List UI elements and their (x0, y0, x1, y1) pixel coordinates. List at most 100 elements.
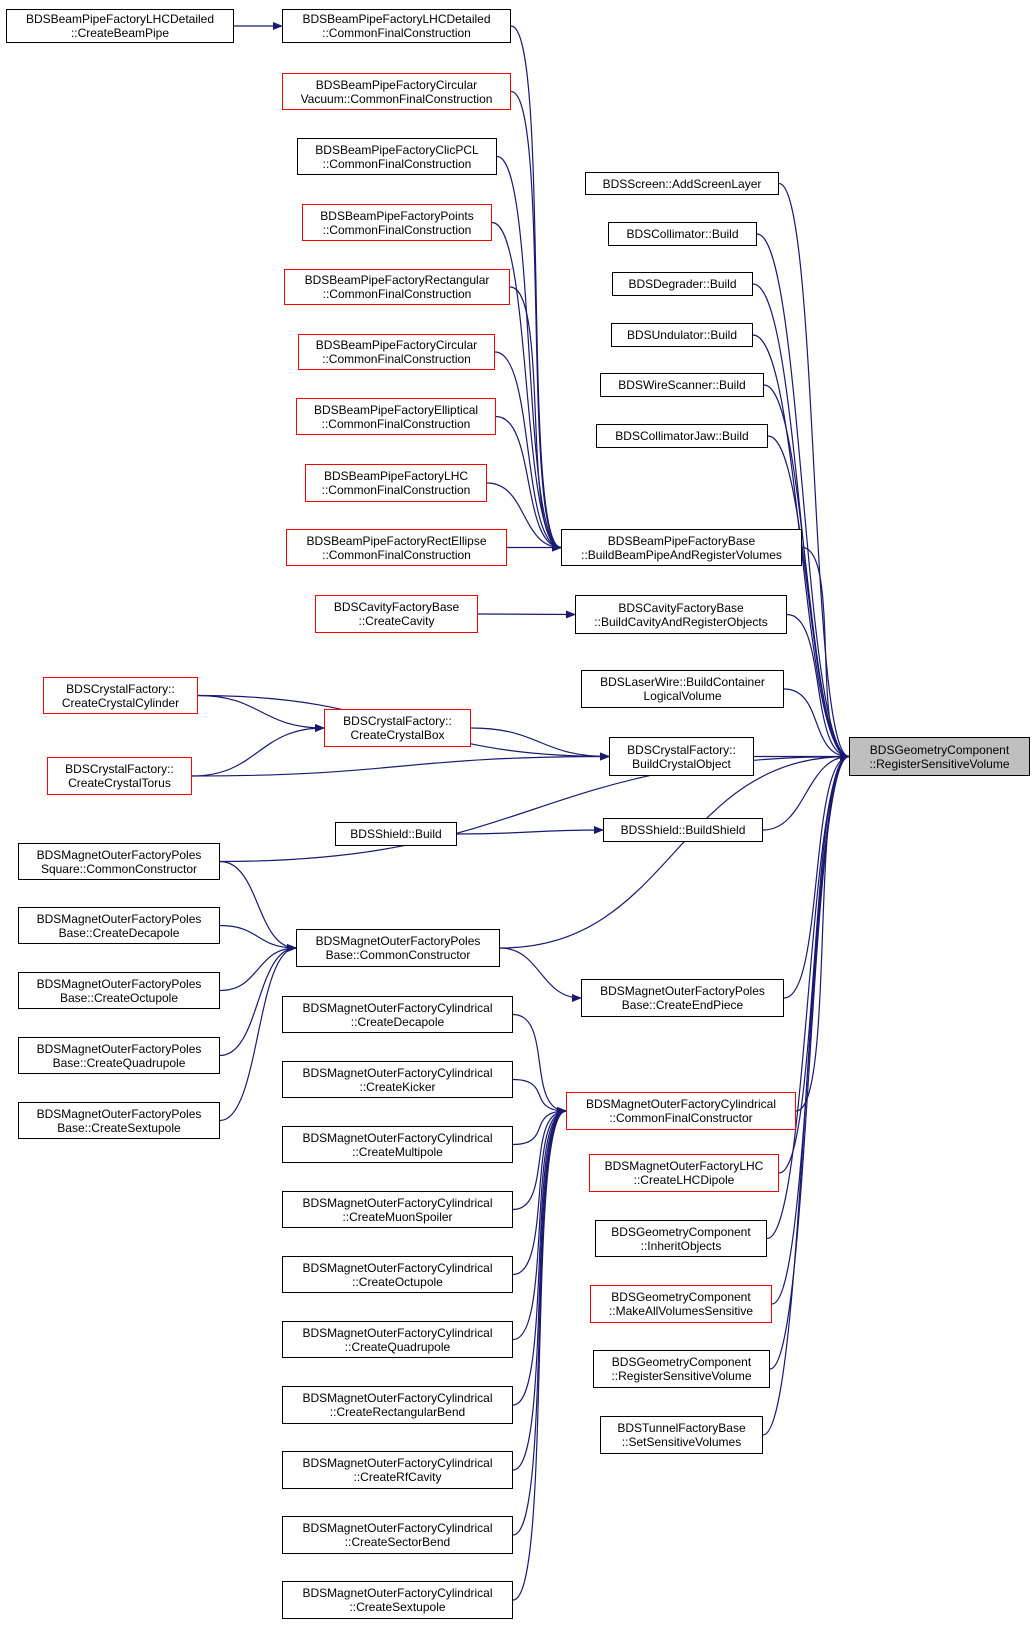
node-label-line: BDSMagnetOuterFactoryPoles (36, 847, 202, 862)
graph-node-bdsbeampipefactorylhcdetailed-createbeampipe[interactable]: BDSBeamPipeFactoryLHCDetailed::CreateBea… (6, 9, 234, 43)
node-label-line: ::CreateOctupole (352, 1274, 443, 1289)
graph-node-bdscavityfactorybase-buildcavityandregisterobjects[interactable]: BDSCavityFactoryBase::BuildCavityAndRegi… (575, 595, 787, 634)
node-label-line: CreateCrystalTorus (68, 776, 171, 790)
edge-n-crys-cyl-to-n-crys-box (197, 694, 325, 732)
node-label-line: Base::CommonConstructor (325, 948, 471, 962)
node-label-line: BDSBeamPipeFactoryLHC (323, 469, 469, 483)
node-label-line: Base::CreateSextupole (57, 1120, 181, 1135)
graph-node-bdscrystalfactory-createcrystalcylinder[interactable]: BDSCrystalFactory::CreateCrystalCylinder (43, 677, 198, 714)
graph-node-bdsbeampipefactorylhcdetailed-commonfinalconstruction[interactable]: BDSBeamPipeFactoryLHCDetailed::CommonFin… (282, 9, 511, 43)
node-label-line: ::BuildBeamPipeAndRegisterVolumes (581, 547, 782, 562)
node-label-line: ::CommonFinalConstruction (322, 222, 472, 237)
graph-node-bdsscreen-addscreenlayer[interactable]: BDSScreen::AddScreenLayer (585, 172, 779, 195)
edge-n-pb-deca-to-n-pb-cc (219, 924, 297, 952)
node-label-line: ::CommonFinalConstruction (322, 26, 471, 40)
graph-node-bdscrystalfactory-createcrystaltorus[interactable]: BDSCrystalFactory::CreateCrystalTorus (47, 757, 192, 795)
graph-node-bdsgeometrycomponent-registersensitivevolume[interactable]: BDSGeometryComponent::RegisterSensitiveV… (593, 1350, 770, 1388)
graph-node-bdsmagnetouterfactorycylindrical-createoctupole[interactable]: BDSMagnetOuterFactoryCylindrical::Create… (282, 1256, 513, 1293)
graph-node-bdsbeampipefactoryelliptical-commonfinalconstruction[interactable]: BDSBeamPipeFactoryElliptical::CommonFina… (296, 398, 496, 435)
graph-node-bdsbeampipefactorycircular-commonfinalconstruction[interactable]: BDSBeamPipeFactoryCircular::CommonFinalC… (298, 334, 495, 370)
edge-n-circvac-cfc-to-n-bpf-build (510, 90, 562, 552)
node-label-line: BDSMagnetOuterFactoryPoles (36, 911, 202, 926)
graph-node-bdsmagnetouterfactorylhc-createlhcdipole[interactable]: BDSMagnetOuterFactoryLHC::CreateLHCDipol… (589, 1154, 779, 1192)
graph-node-bdsshield-build[interactable]: BDSShield::Build (335, 822, 457, 846)
node-label-line: BDSBeamPipeFactoryRectangular (304, 273, 490, 287)
graph-node-bdsshield-buildshield[interactable]: BDSShield::BuildShield (603, 818, 763, 842)
node-label-line: BDSBeamPipeFactoryClicPCL (315, 142, 479, 157)
graph-node-bdsmagnetouterfactorycylindrical-createmuonspoiler[interactable]: BDSMagnetOuterFactoryCylindrical::Create… (282, 1191, 513, 1228)
node-label-line: ::CreateRfCavity (353, 1470, 442, 1484)
node-label-line: ::CreateQuadrupole (344, 1339, 451, 1354)
graph-node-bdsmagnetouterfactorycylindrical-createmultipole[interactable]: BDSMagnetOuterFactoryCylindrical::Create… (282, 1126, 513, 1163)
graph-node-bdscollimatorjaw-build[interactable]: BDSCollimatorJaw::Build (596, 424, 768, 448)
node-label-line: LogicalVolume (643, 689, 722, 703)
graph-node-bdscollimator-build[interactable]: BDSCollimator::Build (608, 222, 757, 246)
node-label-line: BDSBeamPipeFactoryLHCDetailed (25, 12, 215, 26)
graph-node-bdsbeampipefactoryrectangular-commonfinalconstruction[interactable]: BDSBeamPipeFactoryRectangular::CommonFin… (284, 269, 510, 305)
node-label-line: BDSCollimatorJaw::Build (615, 429, 749, 443)
node-label-line: ::CreateSextupole (349, 1600, 446, 1614)
edge-n-shield-to-n-shield-build (456, 826, 604, 835)
edge-n-cyl-rbend-to-n-cyl-cfc (512, 1107, 567, 1406)
node-label-line: ::CommonFinalConstruction (322, 547, 471, 562)
graph-node-bdswirescanner-build[interactable]: BDSWireScanner::Build (600, 373, 764, 397)
node-label-line: ::CreateKicker (359, 1079, 436, 1094)
graph-node-bdstunnelfactorybase-setsensitivevolumes[interactable]: BDSTunnelFactoryBase::SetSensitiveVolume… (600, 1416, 763, 1454)
graph-node-bdscavityfactorybase-createcavity[interactable]: BDSCavityFactoryBase::CreateCavity (315, 595, 478, 633)
node-label-line: BDSMagnetOuterFactoryCylindrical (302, 1130, 493, 1145)
graph-node-bdsbeampipefactoryrectellipse-commonfinalconstruction[interactable]: BDSBeamPipeFactoryRectEllipse::CommonFin… (286, 529, 507, 566)
graph-node-bdsmagnetouterfactorycylindrical-commonfinalconstructor[interactable]: BDSMagnetOuterFactoryCylindrical::Common… (566, 1092, 796, 1130)
edge-n-pb-sext-to-n-pb-cc (219, 944, 297, 1122)
node-label-line: BDSBeamPipeFactoryCircular (315, 77, 478, 92)
graph-node-bdsbeampipefactoryclicpcl-commonfinalconstruction[interactable]: BDSBeamPipeFactoryClicPCL::CommonFinalCo… (297, 138, 497, 175)
graph-node-bdsbeampipefactorypoints-commonfinalconstruction[interactable]: BDSBeamPipeFactoryPoints::CommonFinalCon… (302, 204, 492, 241)
graph-node-bdsmagnetouterfactorycylindrical-createrectangularbend[interactable]: BDSMagnetOuterFactoryCylindrical::Create… (282, 1386, 513, 1424)
graph-node-bdsmagnetouterfactorycylindrical-createkicker[interactable]: BDSMagnetOuterFactoryCylindrical::Create… (282, 1061, 513, 1098)
node-label-line: BDSGeometryComponent (611, 1355, 752, 1369)
edge-n-psq-cc-to-n-focus (219, 752, 850, 863)
graph-node-bdsgeometrycomponent-makeallvolumessensitive[interactable]: BDSGeometryComponent::MakeAllVolumesSens… (590, 1285, 772, 1323)
graph-node-bdsundulator-build[interactable]: BDSUndulator::Build (611, 323, 753, 347)
edge-n-gc-rsv2-to-n-focus (769, 752, 850, 1370)
edge-n-collimatorjaw-to-n-focus (767, 435, 850, 761)
graph-node-bdsmagnetouterfactorycylindrical-createsextupole[interactable]: BDSMagnetOuterFactoryCylindrical::Create… (282, 1581, 513, 1619)
edge-n-cyl-sext-to-n-cyl-cfc (512, 1107, 567, 1601)
node-label-line: BDSMagnetOuterFactoryCylindrical (585, 1097, 777, 1111)
graph-node-bdscrystalfactory-buildcrystalobject[interactable]: BDSCrystalFactory::BuildCrystalObject (609, 737, 754, 776)
node-label-line: BDSLaserWire::BuildContainer (600, 675, 765, 689)
graph-node-bdsbeampipefactorylhc-commonfinalconstruction[interactable]: BDSBeamPipeFactoryLHC::CommonFinalConstr… (305, 464, 487, 502)
graph-node-bdsgeometrycomponent-inheritobjects[interactable]: BDSGeometryComponent::InheritObjects (595, 1220, 767, 1257)
edge-n-shield-build-to-n-focus (762, 752, 850, 831)
node-label-line: ::RegisterSensitiveVolume (611, 1369, 752, 1383)
node-label-line: BDSMagnetOuterFactoryCylindrical (302, 1391, 493, 1405)
graph-node-bdsbeampipefactorybase-buildbeampipeandregistervolumes[interactable]: BDSBeamPipeFactoryBase::BuildBeamPipeAnd… (561, 529, 802, 566)
node-label-line: BDSBeamPipeFactoryElliptical (313, 402, 479, 417)
node-label-line: ::CreateCavity (358, 614, 435, 628)
node-label-line: Square::CommonConstructor (40, 861, 198, 876)
node-label-line: BDSBeamPipeFactoryRectEllipse (306, 533, 487, 548)
graph-node-bdsmagnetouterfactorycylindrical-createdecapole[interactable]: BDSMagnetOuterFactoryCylindrical::Create… (282, 996, 513, 1033)
graph-node-bdscrystalfactory-createcrystalbox[interactable]: BDSCrystalFactory::CreateCrystalBox (324, 709, 471, 747)
graph-node-bdsmagnetouterfactorycylindrical-createquadrupole[interactable]: BDSMagnetOuterFactoryCylindrical::Create… (282, 1321, 513, 1358)
edge-n-pb-quad-to-n-pb-cc (219, 944, 297, 1057)
graph-node-bdsmagnetouterfactorycylindrical-createsectorbend[interactable]: BDSMagnetOuterFactoryCylindrical::Create… (282, 1516, 513, 1554)
node-label-line: BDSMagnetOuterFactoryCylindrical (302, 1000, 493, 1015)
node-label-line: BDSMagnetOuterFactoryPoles (36, 1106, 202, 1121)
node-label-line: BDSMagnetOuterFactoryPoles (600, 984, 765, 998)
node-label-line: ::CreateDecapole (350, 1014, 445, 1029)
edge-n-cyl-quad-to-n-cyl-cfc (512, 1107, 567, 1341)
graph-node-bdsdegrader-build[interactable]: BDSDegrader::Build (612, 272, 753, 296)
edge-n-pb-cc-to-n-focus (499, 752, 850, 949)
node-label-line: BDSUndulator::Build (626, 328, 738, 342)
node-label-line: BDSCavityFactoryBase (618, 600, 744, 615)
graph-node-bdsmagnetouterfactorycylindrical-createrfcavity[interactable]: BDSMagnetOuterFactoryCylindrical::Create… (282, 1451, 513, 1489)
